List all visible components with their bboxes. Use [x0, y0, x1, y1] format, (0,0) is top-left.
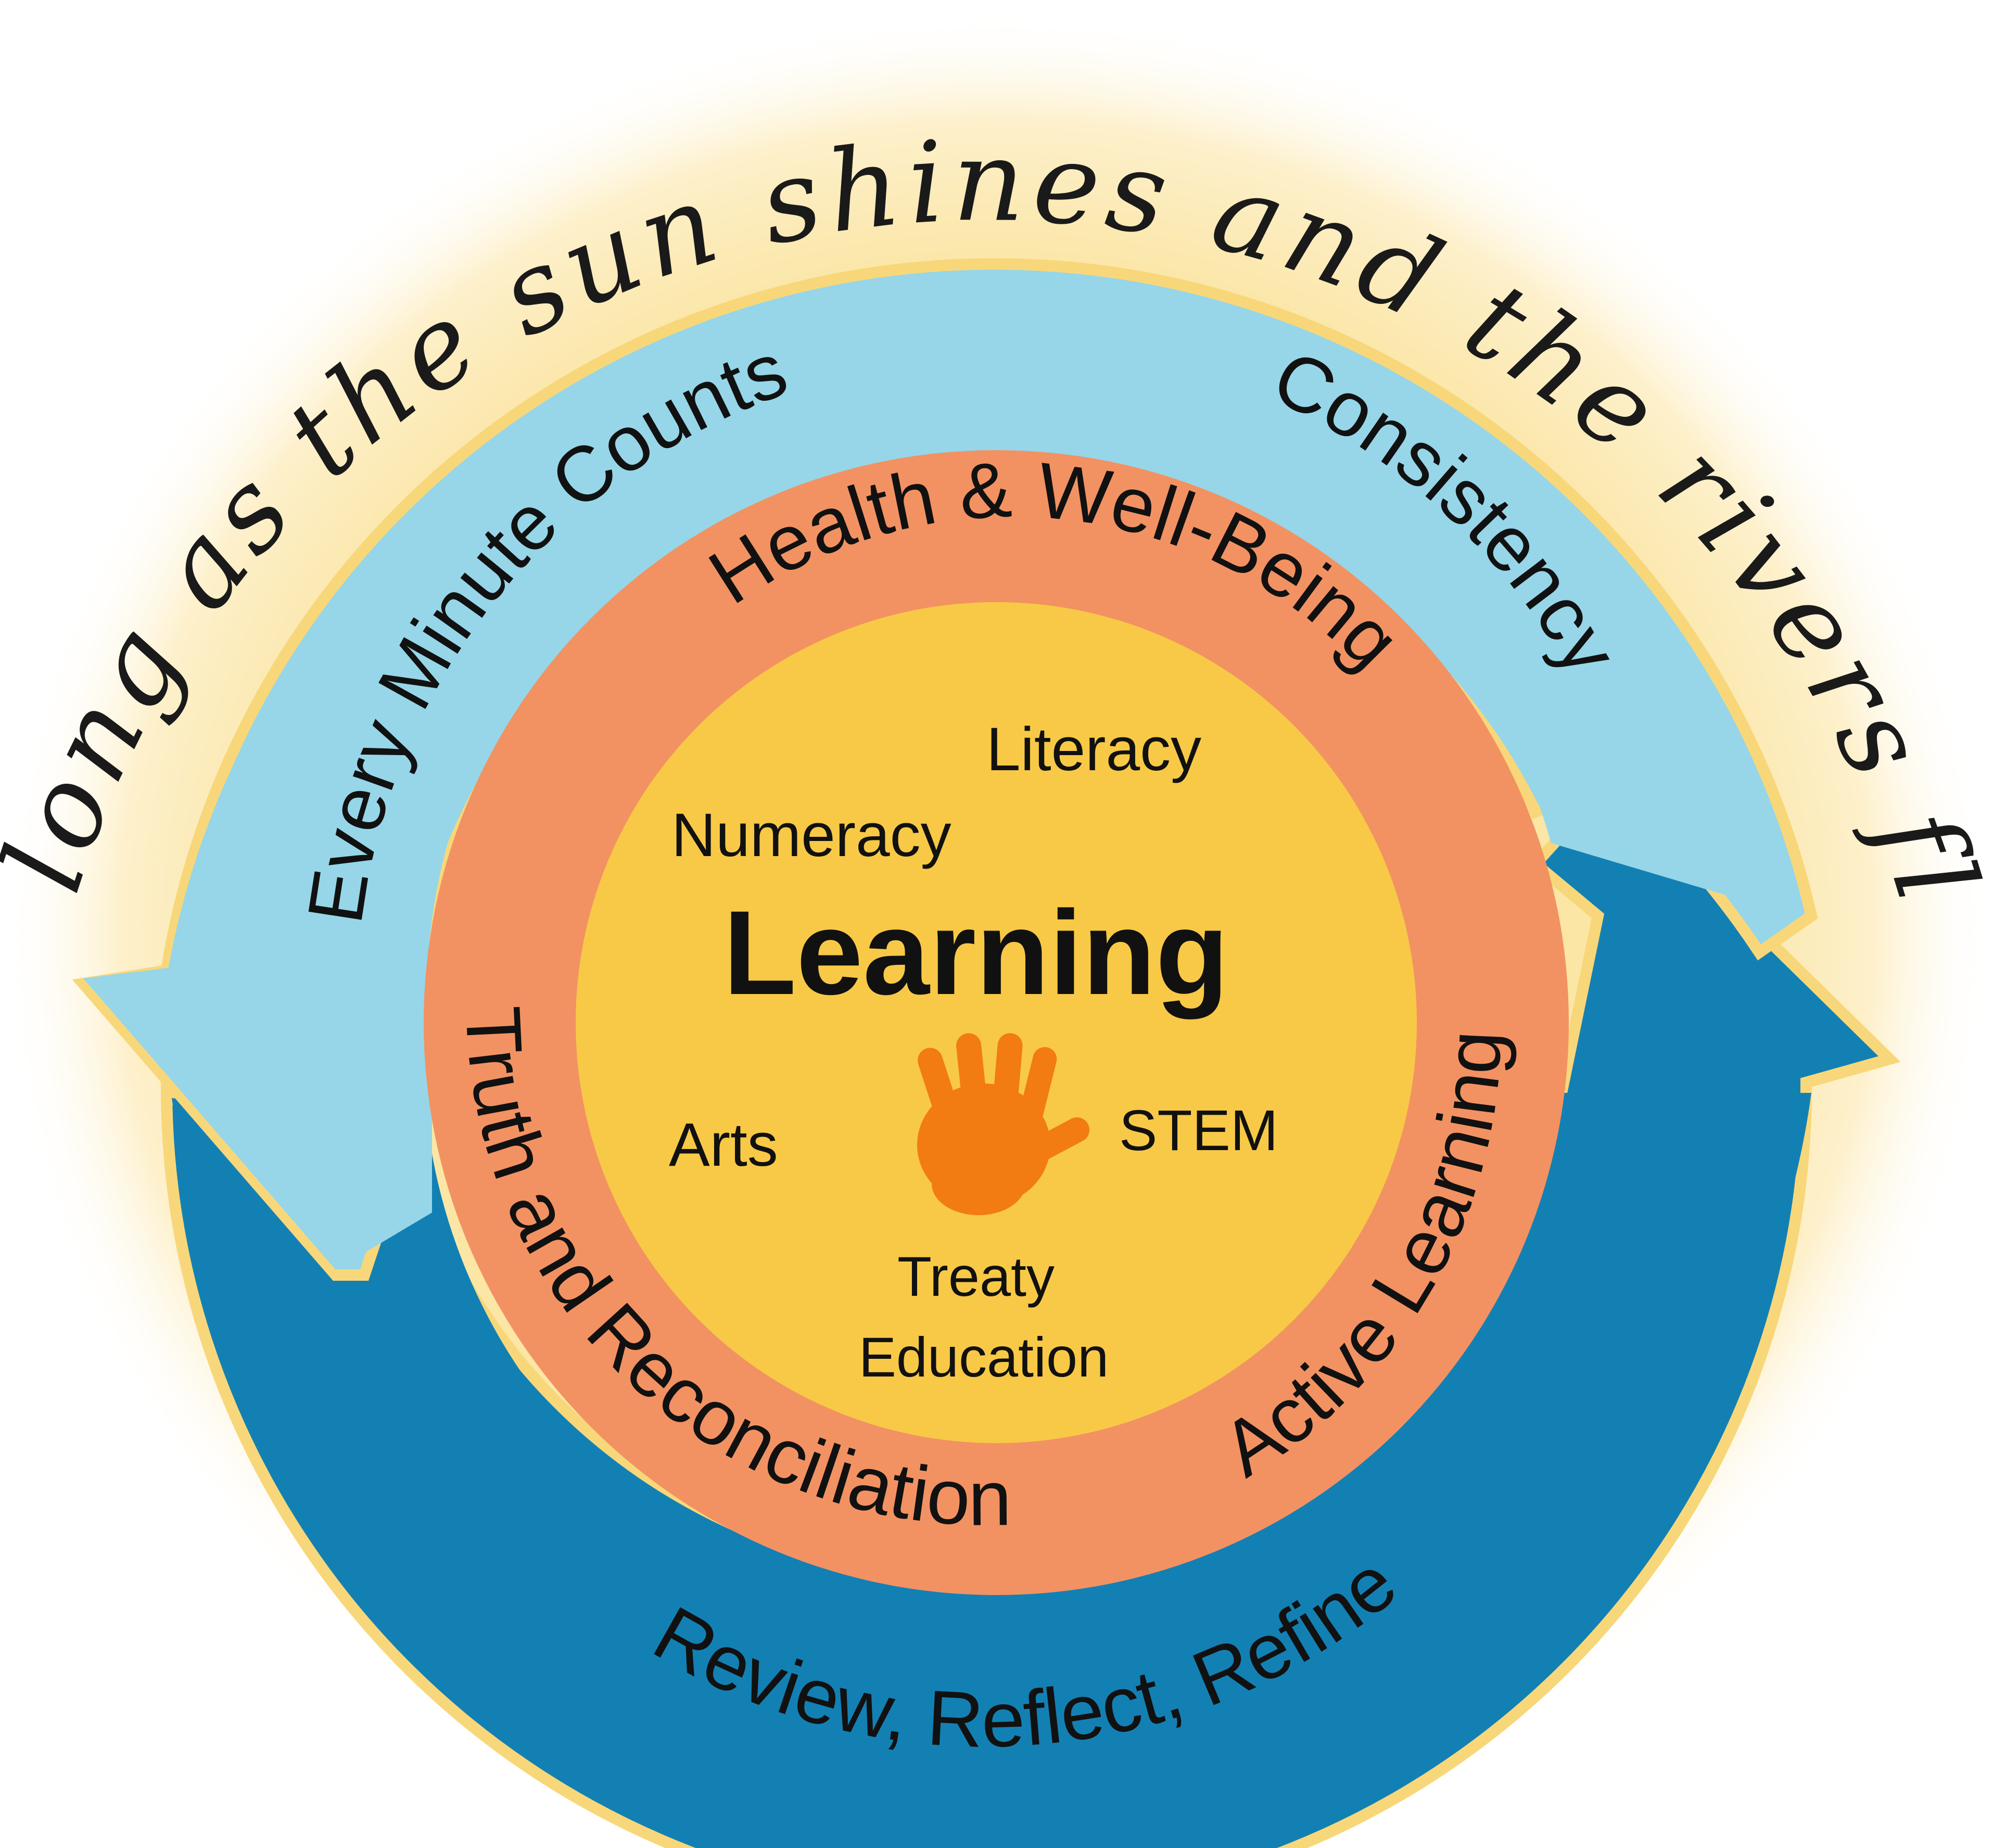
subject-arts: Arts	[669, 1111, 778, 1179]
subject-numeracy: Numeracy	[671, 801, 951, 870]
learning-core	[576, 602, 1417, 1443]
subject-literacy: Literacy	[986, 715, 1201, 784]
subject-treaty-line1: Treaty	[897, 1245, 1055, 1308]
review-arrow-body	[172, 1093, 1811, 1810]
every-minute-arrowhead	[83, 968, 432, 1270]
subject-treaty-line2: Education	[859, 1326, 1109, 1388]
subject-stem: STEM	[1119, 1099, 1278, 1163]
center-title: Learning	[723, 886, 1228, 1019]
handprint-icon	[917, 1033, 1090, 1215]
every-minute-arrow-body	[167, 285, 1796, 1000]
